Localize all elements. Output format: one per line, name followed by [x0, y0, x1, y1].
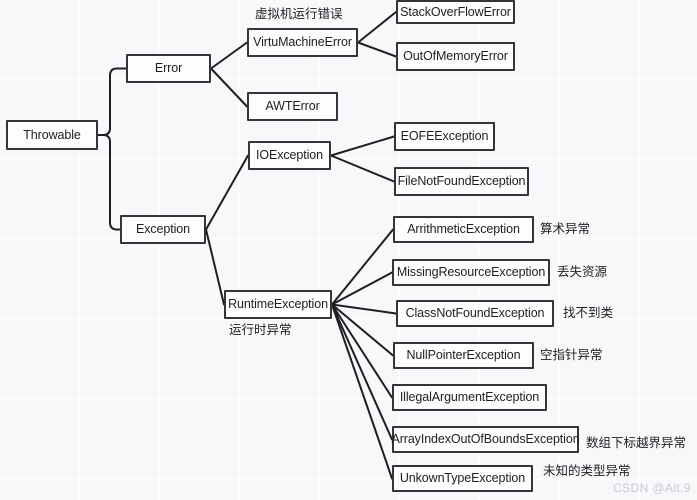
annotation-ann-nullpointer: 空指针异常	[540, 347, 603, 362]
node-label: UnkownTypeException	[399, 471, 526, 486]
edge-runtimeexc-nullpointer	[331, 303, 394, 357]
node-label: EOFEException	[400, 129, 489, 144]
node-missingresource[interactable]: MissingResourceException	[392, 259, 550, 286]
node-label: ArrayIndexOutOfBoundsException	[391, 432, 580, 447]
edge-runtimeexc-illegalargument	[331, 303, 393, 399]
watermark: CSDN @Alt.9	[613, 481, 691, 495]
edge-error-awterror	[210, 67, 248, 108]
edge-throwable-error	[97, 67, 127, 136]
node-label: Throwable	[23, 127, 81, 142]
edge-ioexception-eofexception	[330, 135, 395, 157]
annotation-ann-arrayindex: 数组下标越界异常	[586, 435, 687, 450]
node-label: FileNotFoundException	[397, 174, 526, 189]
node-label: IllegalArgumentException	[399, 390, 540, 405]
node-eofexception[interactable]: EOFEException	[394, 122, 495, 151]
node-label: StackOverFlowError	[400, 4, 511, 19]
annotation-ann-arithmetic: 算术异常	[540, 221, 591, 236]
node-label: ClassNotFoundException	[405, 306, 545, 321]
edge-runtimeexc-arrayindex	[331, 303, 393, 441]
node-throwable[interactable]: Throwable	[6, 120, 98, 150]
node-label: MissingResourceException	[396, 265, 546, 280]
annotation-ann-unkowntype: 未知的类型异常	[543, 463, 631, 478]
node-illegalargument[interactable]: IllegalArgumentException	[392, 384, 547, 411]
node-label: VirtuMachineError	[253, 35, 352, 50]
node-label: Exception	[136, 222, 190, 237]
edge-virtumachine-stackoverflow	[357, 11, 397, 44]
node-label: ArrithmeticException	[407, 222, 520, 237]
edge-throwable-exception	[97, 134, 121, 231]
annotation-ann-classnotfound: 找不到类	[563, 305, 614, 320]
node-error[interactable]: Error	[126, 54, 211, 83]
node-exception[interactable]: Exception	[120, 215, 206, 244]
node-label: RuntimeException	[228, 297, 328, 312]
node-label: OutOfMemoryError	[403, 49, 508, 64]
annotation-ann-runtime: 运行时异常	[229, 322, 292, 337]
node-classnotfound[interactable]: ClassNotFoundException	[396, 300, 554, 327]
node-nullpointer[interactable]: NullPointerException	[393, 342, 534, 369]
edge-runtimeexc-classnotfound	[331, 303, 397, 315]
node-ioexception[interactable]: IOException	[248, 141, 331, 170]
annotation-ann-missing: 丢失资源	[557, 264, 608, 279]
node-label: NullPointerException	[406, 348, 521, 363]
node-filenotfound[interactable]: FileNotFoundException	[394, 167, 529, 196]
node-outofmemory[interactable]: OutOfMemoryError	[396, 42, 515, 71]
node-awterror[interactable]: AWTError	[247, 92, 338, 121]
node-label: IOException	[256, 148, 323, 163]
node-unkowntype[interactable]: UnkownTypeException	[392, 465, 533, 492]
node-label: AWTError	[265, 99, 320, 114]
edge-runtimeexc-missingresource	[331, 271, 393, 306]
node-arithmetic[interactable]: ArrithmeticException	[393, 216, 534, 243]
edge-ioexception-filenotfound	[330, 154, 395, 183]
node-stackoverflow[interactable]: StackOverFlowError	[396, 0, 515, 24]
edge-exception-ioexception	[205, 154, 249, 231]
node-runtimeexc[interactable]: RuntimeException	[224, 290, 332, 319]
edge-exception-runtimeexc	[205, 228, 225, 306]
annotation-ann-vm: 虚拟机运行错误	[255, 6, 343, 21]
node-label: Error	[154, 61, 183, 76]
edge-error-virtumachine	[210, 41, 248, 70]
edge-virtumachine-outofmemory	[357, 41, 397, 58]
edge-runtimeexc-arithmetic	[331, 228, 394, 306]
node-virtumachine[interactable]: VirtuMachineError	[247, 28, 358, 57]
node-arrayindex[interactable]: ArrayIndexOutOfBoundsException	[391, 426, 580, 453]
edge-runtimeexc-unkowntype	[331, 303, 393, 480]
